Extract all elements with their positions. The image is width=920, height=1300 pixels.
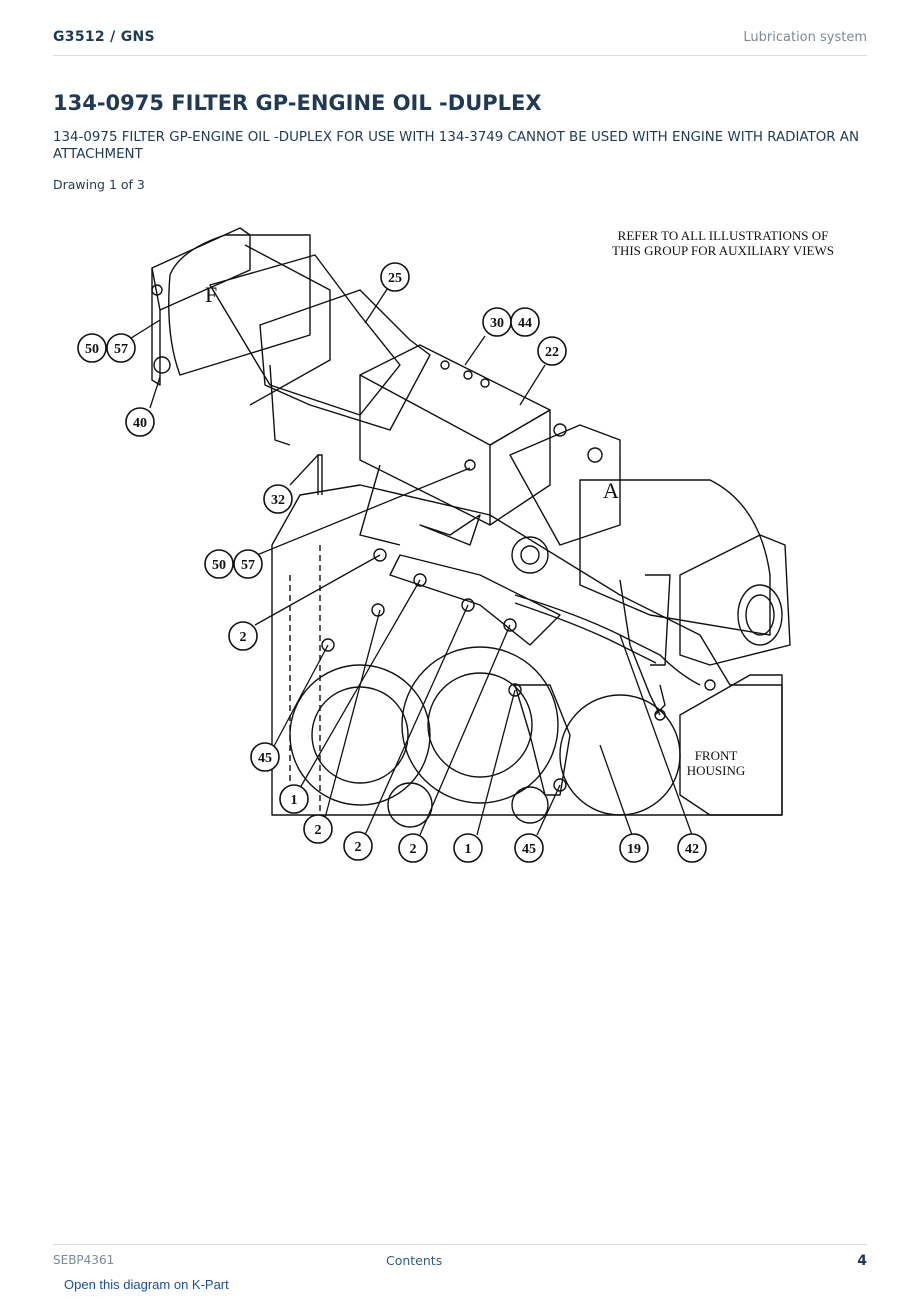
callout-number: 57 xyxy=(241,558,255,573)
callout-number: 50 xyxy=(212,558,226,573)
callout-number: 25 xyxy=(388,271,402,286)
callout-bubble xyxy=(228,621,258,651)
callout-number: 32 xyxy=(271,493,285,508)
callout-bubble xyxy=(677,833,707,863)
open-kpart-link[interactable]: Open this diagram on K-Part xyxy=(64,1277,229,1292)
callout-number: 42 xyxy=(685,842,699,857)
callout-bubble xyxy=(125,407,155,437)
callout-number: 57 xyxy=(114,342,128,357)
page-description: 134-0975 FILTER GP-ENGINE OIL -DUPLEX FO… xyxy=(53,130,859,162)
header-model: G3512 / GNS xyxy=(53,29,155,45)
callout-bubble xyxy=(303,814,333,844)
page-number: 4 xyxy=(857,1253,867,1269)
callout-bubble xyxy=(514,833,544,863)
engine-gear-right xyxy=(559,694,681,816)
callout-bubble xyxy=(510,307,540,337)
callout-number: 2 xyxy=(355,840,362,855)
callout-bubble xyxy=(453,833,483,863)
callout-number: 2 xyxy=(240,630,247,645)
callout-number: 19 xyxy=(627,842,641,857)
callout-number: 1 xyxy=(465,842,472,857)
footer-doc-id: SEBP4361 xyxy=(53,1253,115,1267)
callout-number: 30 xyxy=(490,316,504,331)
callout-number: 44 xyxy=(518,316,532,331)
front-housing xyxy=(679,674,783,816)
callout-number: 22 xyxy=(545,345,559,360)
parts-diagram: 25 30 44 22 50 57 40 32 50 57 2 45 1 2 2… xyxy=(77,227,834,863)
contents-link[interactable]: Contents xyxy=(386,1253,443,1268)
callout-bubble xyxy=(398,833,428,863)
header-divider xyxy=(53,55,867,56)
filter-canister-a xyxy=(579,479,771,636)
callout-bubble xyxy=(537,336,567,366)
filter-canister-f xyxy=(209,254,401,416)
header-section: Lubrication system xyxy=(743,30,867,45)
filter-housing-a xyxy=(679,534,791,666)
callout-bubble xyxy=(279,784,309,814)
callout-number: 50 xyxy=(85,342,99,357)
callout-bubble xyxy=(263,484,293,514)
callout-bubble xyxy=(77,333,107,363)
engine-gear-center xyxy=(401,646,559,804)
callout-number: 1 xyxy=(291,793,298,808)
front-housing-label-2: HOUSING xyxy=(687,763,746,778)
oil-line xyxy=(514,594,701,686)
callout-bubble xyxy=(380,262,410,292)
callout-number: 45 xyxy=(522,842,536,857)
callout-number: 2 xyxy=(315,823,322,838)
callout-bubble xyxy=(250,742,280,772)
callout-bubble xyxy=(619,833,649,863)
callout-number: 40 xyxy=(133,416,147,431)
callout-number: 45 xyxy=(258,751,272,766)
drawing-label: Drawing 1 of 3 xyxy=(53,177,145,192)
refer-note-line-1: REFER TO ALL ILLUSTRATIONS OF xyxy=(618,228,829,243)
callout-bubble xyxy=(204,549,234,579)
callout-bubble xyxy=(106,333,136,363)
footer-divider xyxy=(53,1244,867,1245)
view-label-f: F xyxy=(205,282,217,307)
filter-housing-f xyxy=(151,227,251,311)
front-housing-label-1: FRONT xyxy=(695,748,738,763)
page-title: 134-0975 FILTER GP-ENGINE OIL -DUPLEX xyxy=(53,91,542,115)
view-label-a: A xyxy=(603,478,619,503)
refer-note-line-2: THIS GROUP FOR AUXILIARY VIEWS xyxy=(612,243,834,258)
callout-bubble xyxy=(233,549,263,579)
mounting-bracket xyxy=(389,554,561,646)
callout-bubble xyxy=(343,831,373,861)
callout-number: 2 xyxy=(410,842,417,857)
